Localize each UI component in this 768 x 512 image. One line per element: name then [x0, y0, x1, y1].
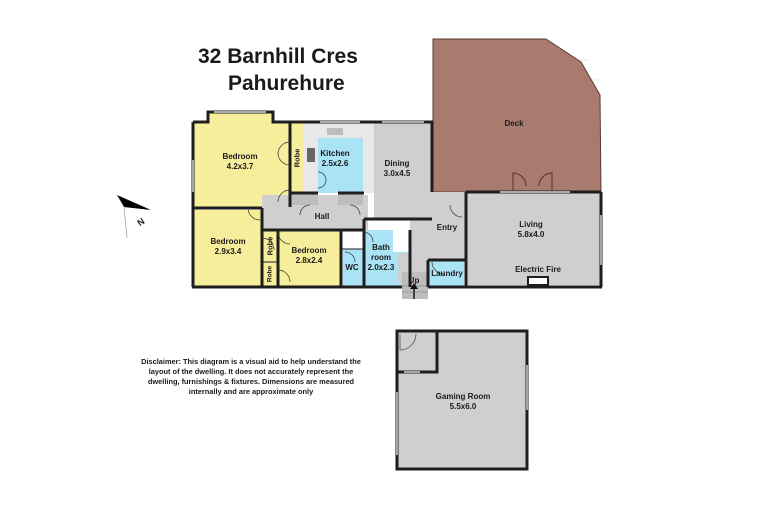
robe-1-label: Robe	[292, 148, 302, 168]
gaming-room-label: Gaming Room 5.5x6.0	[436, 392, 491, 412]
room-name: Kitchen	[320, 149, 350, 158]
bathroom-label: Bath room 2.0x2.3	[368, 243, 395, 273]
robe-1-area	[290, 122, 304, 192]
bedroom-2-area	[193, 210, 263, 286]
stairs-up-label: Up	[408, 276, 420, 285]
room-dims: 2.5x2.6	[321, 159, 349, 168]
room-name: Gaming Room	[435, 392, 491, 401]
gaming-room-area	[397, 331, 527, 469]
address-title: 32 Barnhill Cres	[198, 45, 358, 68]
room-name: Dining	[384, 159, 410, 168]
bedroom-1-label: Bedroom 4.2x3.7	[222, 152, 257, 172]
disclaimer-text: Disclaimer: This diagram is a visual aid…	[141, 357, 361, 396]
hall-label: Hall	[314, 212, 330, 221]
bedroom-3-label: Bedroom 2.8x2.4	[291, 246, 326, 266]
robe-2-label: Robe	[265, 236, 275, 256]
bedroom-2-label: Bedroom 2.9x3.4	[210, 237, 245, 257]
kitchen-area	[318, 138, 363, 193]
laundry-label: Laundry	[431, 269, 463, 278]
room-dims: 3.0x4.5	[383, 169, 411, 178]
room-name: Bedroom	[210, 237, 246, 246]
robe-2-area	[263, 230, 277, 262]
robe-3-area	[263, 262, 277, 286]
entry-label: Entry	[436, 223, 458, 232]
room-name: room	[370, 253, 391, 262]
deck-label: Deck	[504, 119, 524, 128]
wc-label: WC	[345, 263, 359, 272]
room-dims: 5.8x4.0	[517, 230, 545, 239]
room-dims: 2.8x2.4	[295, 256, 323, 265]
room-name: Bedroom	[291, 246, 327, 255]
kitchen-label: Kitchen 2.5x2.6	[320, 149, 349, 169]
laundry-area	[429, 260, 464, 286]
room-dims: 5.5x6.0	[449, 402, 477, 411]
room-dims: 2.0x2.3	[367, 263, 395, 272]
room-name: Bedroom	[222, 152, 258, 161]
suburb-title: Pahurehure	[228, 72, 345, 95]
dining-label: Dining 3.0x4.5	[384, 159, 411, 179]
room-dims: 2.9x3.4	[214, 247, 242, 256]
living-label: Living 5.8x4.0	[518, 220, 545, 240]
north-arrow-icon	[116, 194, 151, 239]
room-dims: 4.2x3.7	[226, 162, 254, 171]
room-name: Bath	[372, 243, 390, 252]
robe-3-label: Robe	[266, 265, 274, 283]
wc-area	[343, 249, 363, 286]
bedroom-1-area	[193, 112, 290, 207]
living-area	[467, 192, 600, 285]
electric-fire-label: Electric Fire	[515, 265, 561, 274]
bedroom-3-area	[279, 230, 341, 286]
room-name: Living	[519, 220, 543, 229]
deck-area	[432, 38, 602, 193]
